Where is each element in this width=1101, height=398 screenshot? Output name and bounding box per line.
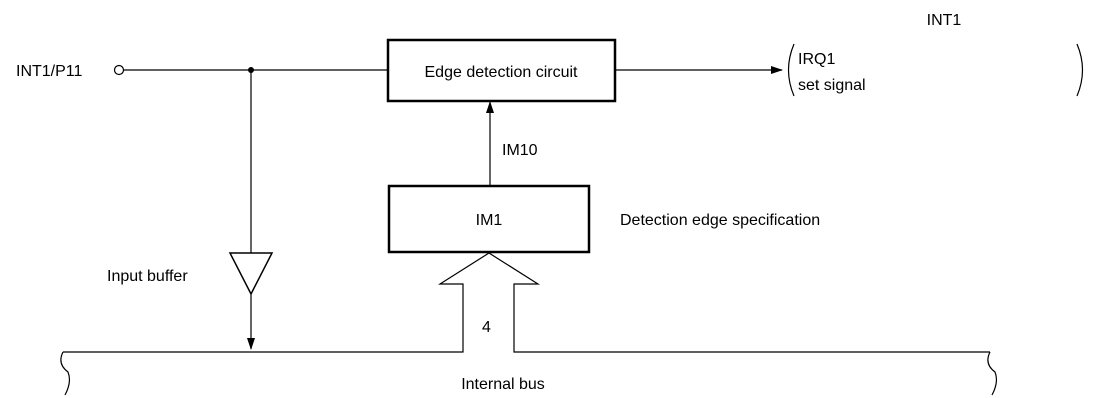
output-left-paren — [787, 43, 795, 97]
pin-terminal-circle — [113, 64, 125, 76]
input-buffer-label: Input buffer — [107, 268, 188, 285]
im10-label: IM10 — [502, 142, 538, 159]
bus-width-label: 4 — [482, 319, 491, 336]
bus-left-brace — [60, 351, 71, 396]
bus-right-brace — [987, 351, 998, 396]
output-irq-label: IRQ1 — [798, 51, 835, 68]
im1-label: IM1 — [476, 212, 503, 229]
output-title-label: INT1 — [927, 12, 962, 29]
internal-bus-outline — [63, 252, 990, 353]
input-buffer-triangle — [228, 252, 274, 296]
pin-label: INT1/P11 — [16, 63, 83, 80]
internal-bus-label: Internal bus — [461, 376, 545, 393]
edge-detection-circuit-label: Edge detection circuit — [425, 64, 579, 81]
output-right-paren — [1076, 43, 1084, 97]
im1-register-box — [387, 184, 591, 254]
detection-edge-specification-label: Detection edge specification — [620, 212, 820, 229]
output-set-signal-label: set signal — [798, 77, 866, 94]
edge-detection-circuit-box — [386, 38, 617, 103]
